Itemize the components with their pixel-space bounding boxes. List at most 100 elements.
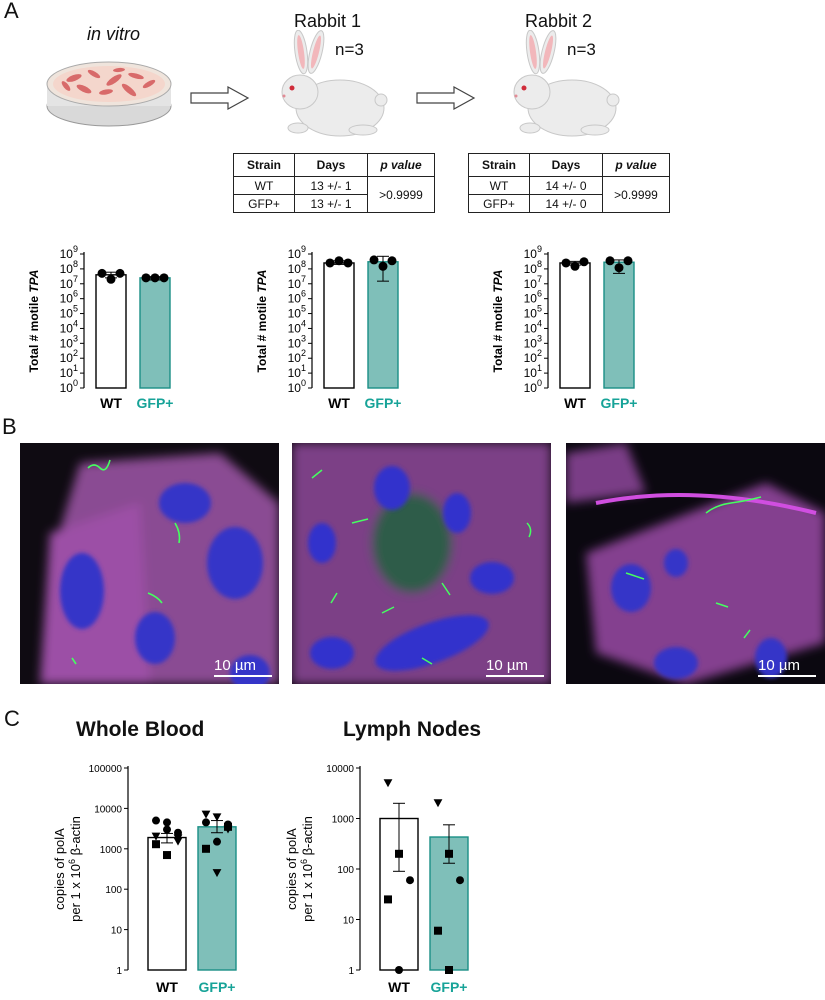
- y-axis-label-text: β-actin: [300, 816, 315, 859]
- stats-table-rabbit-2: Strain Days p value WT 14 +/- 0 >0.9999 …: [468, 153, 670, 213]
- category-label: GFP+: [365, 395, 402, 411]
- tick-exponent: 4: [537, 318, 542, 328]
- petri-dish-illustration: [46, 61, 172, 127]
- y-axis-label-text: per 1 x 10: [68, 864, 83, 922]
- table-header: Strain: [468, 153, 530, 177]
- tick-base: 10: [524, 262, 538, 276]
- stats-table-rabbit-1: Strain Days p value WT 13 +/- 1 >0.9999 …: [233, 153, 435, 213]
- table-cell: 14 +/- 0: [529, 194, 603, 213]
- data-point: [395, 849, 403, 858]
- tick-exponent: 9: [537, 244, 542, 254]
- tick-label: 101: [60, 363, 78, 380]
- tick-label: 103: [524, 333, 542, 350]
- tick-label: 103: [288, 333, 306, 350]
- data-point: [395, 966, 403, 974]
- tick-label: 100: [60, 378, 78, 395]
- tick-label: 10000: [326, 764, 354, 775]
- y-axis-label-text: Total # motile: [255, 293, 269, 373]
- y-axis-label-text: per 1 x 10: [300, 864, 315, 922]
- data-point: [213, 837, 221, 846]
- tick-exponent: 1: [73, 363, 78, 373]
- tick-exponent: 9: [301, 244, 306, 254]
- y-axis-label-text: TPA: [491, 270, 505, 293]
- data-point: [445, 966, 453, 974]
- data-point: [334, 256, 344, 266]
- category-label: WT: [156, 979, 178, 995]
- tick-exponent: 5: [301, 304, 306, 314]
- rabbit-2-n: n=3: [567, 40, 596, 59]
- tick-label: 1: [348, 966, 354, 977]
- tick-base: 10: [524, 381, 538, 395]
- tick-base: 10: [288, 366, 302, 380]
- tick-label: 109: [524, 244, 542, 261]
- data-point: [223, 825, 233, 834]
- tick-base: 10: [288, 247, 302, 261]
- panel-label-a: A: [4, 0, 19, 23]
- bar: [139, 277, 171, 389]
- table-cell: WT: [233, 176, 295, 195]
- tick-label: 108: [288, 259, 306, 276]
- bar: [323, 262, 355, 389]
- tick-base: 10: [524, 321, 538, 335]
- tick-exponent: 2: [537, 348, 542, 358]
- table-cell: 13 +/- 1: [294, 176, 368, 195]
- table-cell: GFP+: [233, 194, 295, 213]
- data-point: [152, 840, 160, 849]
- in-vitro-label: in vitro: [87, 24, 141, 44]
- micrograph-3: 10 µm: [566, 443, 825, 684]
- data-point: [201, 810, 211, 819]
- tick-exponent: 8: [301, 259, 306, 269]
- tick-exponent: 3: [301, 333, 306, 343]
- data-point: [151, 832, 161, 841]
- tick-exponent: 5: [537, 304, 542, 314]
- table-header: Strain: [233, 153, 295, 177]
- tick-exponent: 3: [73, 333, 78, 343]
- data-point: [387, 256, 397, 266]
- table-header: p value: [602, 153, 670, 177]
- tick-base: 10: [288, 321, 302, 335]
- rabbit-2-title: Rabbit 2: [525, 11, 593, 31]
- table-cell: >0.9999: [602, 176, 670, 213]
- tick-label: 103: [60, 333, 78, 350]
- category-label: GFP+: [431, 979, 468, 995]
- tick-base: 10: [288, 292, 302, 306]
- y-axis-label-text: 6: [299, 859, 309, 864]
- tick-exponent: 1: [537, 363, 542, 373]
- y-axis-label: per 1 x 106 β-actin: [67, 816, 83, 922]
- rabbit-illustration: [513, 30, 620, 137]
- tick-label: 105: [60, 304, 78, 321]
- tick-label: 107: [60, 274, 78, 291]
- tick-label: 102: [288, 348, 306, 365]
- y-axis-label-text: Total # motile: [491, 293, 505, 373]
- scale-bar-label: 10 µm: [486, 657, 528, 674]
- data-point: [141, 273, 151, 283]
- y-axis-label-text: Total # motile: [27, 293, 41, 373]
- tick-base: 10: [288, 262, 302, 276]
- tick-base: 10: [288, 277, 302, 291]
- data-point: [384, 895, 392, 904]
- panel-label-b: B: [2, 414, 17, 439]
- category-label: WT: [328, 395, 350, 411]
- chart-title-whole-blood: Whole Blood: [76, 718, 205, 741]
- tick-label: 101: [524, 363, 542, 380]
- scale-bar-label: 10 µm: [214, 657, 256, 674]
- tick-label: 102: [524, 348, 542, 365]
- data-point: [445, 849, 453, 858]
- table-cell: 13 +/- 1: [294, 194, 368, 213]
- data-point: [614, 263, 624, 273]
- bar: [559, 262, 591, 389]
- tick-label: 106: [288, 289, 306, 306]
- data-point: [173, 834, 183, 843]
- tick-label: 104: [60, 318, 78, 335]
- table-header: p value: [367, 153, 435, 177]
- table-cell: 14 +/- 0: [529, 176, 603, 195]
- data-point: [579, 257, 589, 267]
- table-header: Days: [294, 153, 368, 177]
- tick-label: 109: [60, 244, 78, 261]
- tick-exponent: 8: [537, 259, 542, 269]
- tick-label: 10: [111, 926, 123, 937]
- y-axis-label: Total # motile TPA: [491, 270, 505, 373]
